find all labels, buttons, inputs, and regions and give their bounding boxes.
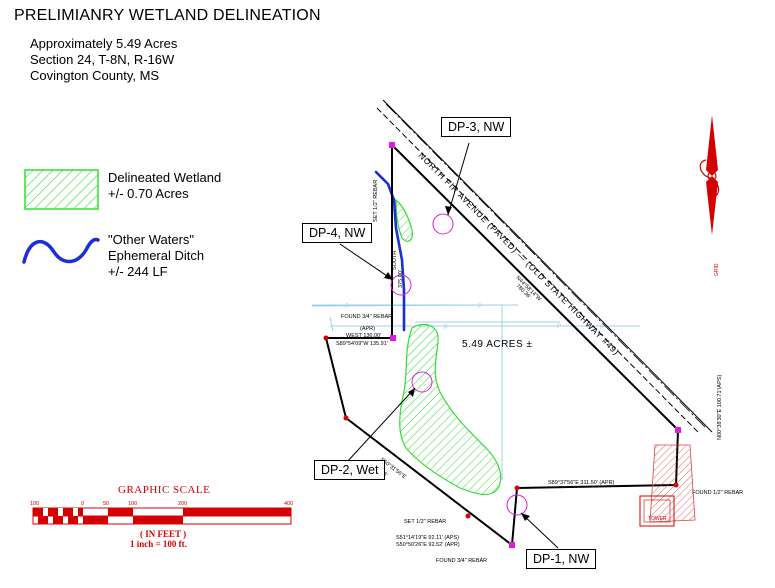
dp3-circle: [432, 213, 454, 235]
found-rebar-right: FOUND 1/2" REBAR: [692, 490, 743, 496]
ephemeral-ditch: [374, 170, 406, 332]
west-distance: WEST 136.00': [346, 333, 381, 339]
wetland-north: [395, 198, 413, 242]
county-line: Covington County, MS: [30, 68, 160, 83]
scale-tick: 50: [103, 501, 109, 507]
corner-marker: [389, 142, 395, 148]
survey-reference-lines: [311, 304, 640, 480]
east-bearing: N00°38'30"E 100.71'(APS): [717, 375, 723, 440]
data-point-circles: [390, 213, 528, 516]
callout-arrowheads: [384, 206, 530, 521]
scale-title: GRAPHIC SCALE: [118, 484, 211, 496]
acreage-line: Approximately 5.49 Acres: [30, 36, 178, 51]
corner-marker: [509, 542, 515, 548]
utility-marker: P: [444, 325, 448, 331]
scale-tick: 100: [128, 501, 137, 507]
rebar-marker: [514, 485, 520, 491]
road-lines: [376, 99, 713, 433]
dp2-circle: [411, 371, 433, 393]
parcel-acreage: 5.49 ACRES ±: [462, 339, 532, 350]
dp4-callout: DP-4, NW: [302, 223, 373, 243]
wetland-main: [399, 323, 502, 495]
legend-ditch-length: +/- 244 LF: [108, 264, 168, 279]
graphic-scale: 100 0 50 100 200 400: [30, 501, 293, 525]
corner-markers: [389, 142, 681, 548]
rebar-marker: [323, 335, 329, 341]
corner-marker: [390, 335, 396, 341]
scale-ratio: 1 inch = 100 ft.: [130, 539, 187, 549]
dp4-circle: [390, 274, 412, 296]
set-rebar-label: SET 1/2" REBAR: [373, 180, 379, 222]
utility-marker: P: [345, 304, 349, 310]
set-rebar-bottom: SET 1/2" REBAR: [404, 519, 446, 525]
corner-marker: [675, 427, 681, 433]
north-arrow-icon: GRID: [699, 115, 720, 276]
map-title: PRELIMIANRY WETLAND DELINEATION: [14, 7, 321, 24]
bearing-left: S89°54'09"W 135.91': [336, 341, 388, 347]
utility-marker: P: [557, 324, 561, 330]
dp1-circle: [506, 494, 528, 516]
utility-marker: P: [600, 325, 604, 331]
scale-tick: 0: [81, 501, 84, 507]
dp2-callout: DP-2, Wet: [314, 460, 386, 480]
apr-label: (APR): [360, 326, 375, 332]
scale-units: ( IN FEET ): [140, 529, 187, 539]
legend-ditch-type: Ephemeral Ditch: [108, 248, 205, 263]
south-distance: 375.00': [398, 270, 404, 288]
bearing-aps: S51°14'19"E 92.11' (APS): [396, 535, 459, 541]
boundary-markers: [323, 335, 679, 519]
rebar-marker: [343, 415, 349, 421]
legend-wetland-area: +/- 0.70 Acres: [108, 186, 189, 201]
south-label: SOUTH: [392, 251, 398, 270]
scale-tick: 100: [30, 501, 39, 507]
rebar-marker: [465, 513, 471, 519]
legend-ditch-label: "Other Waters": [108, 232, 195, 247]
wetland-legend-swatch: [24, 169, 99, 210]
dp3-callout: DP-3, NW: [441, 117, 512, 137]
grid-label: GRID: [714, 263, 720, 276]
tower-site: TOWER: [639, 444, 696, 527]
legend-wetland-label: Delineated Wetland: [108, 170, 222, 185]
section-line: Section 24, T-8N, R-16W: [30, 52, 175, 67]
found-rebar-label: FOUND 3/4" REBAR: [341, 314, 392, 320]
ditch-legend-swatch: [22, 237, 100, 264]
tower-label: TOWER: [648, 516, 667, 522]
bottom-bearing: S89°37'56"E 311.50' (APR): [548, 480, 615, 486]
utility-marker: P: [478, 304, 482, 310]
scale-tick: 400: [284, 501, 293, 507]
bearing-apr: S50°50'26"E 92.52' (APR): [396, 542, 460, 548]
found-rebar-bottom: FOUND 3/4" REBAR: [436, 558, 487, 564]
scale-tick: 200: [178, 501, 187, 507]
dp1-callout: DP-1, NW: [526, 549, 597, 569]
